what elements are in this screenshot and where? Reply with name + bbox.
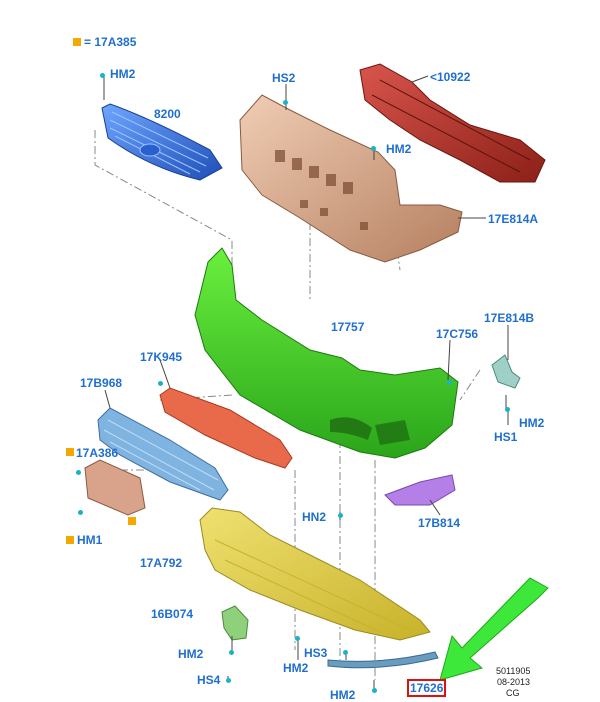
label-hm2: HM2 (386, 142, 412, 156)
highlight-arrow (439, 577, 549, 681)
legend-marker (128, 517, 136, 525)
label-16b074: 16B074 (151, 607, 194, 621)
drawing-initials: CG (506, 688, 520, 698)
label-leaders (103, 75, 509, 690)
label-17626-highlighted: 17626 (406, 679, 447, 697)
label-hn2: HN2 (302, 510, 327, 524)
fastener-dot (295, 636, 300, 641)
label-17e814b: 17E814B (484, 311, 535, 325)
label-hm2: HM2 (330, 688, 356, 702)
label-17b814: 17B814 (418, 516, 461, 530)
lower-grille (97, 407, 229, 501)
upper-grille-8200 (101, 103, 223, 181)
label-17a792: 17A792 (140, 556, 183, 570)
fastener-dot (229, 650, 234, 655)
fastener-dot (338, 513, 343, 518)
trim-strip (327, 651, 439, 669)
fastener-dot (76, 470, 81, 475)
legend-square (73, 38, 81, 46)
label-hs1: HS1 (494, 430, 518, 444)
legend-marker (66, 448, 74, 456)
legend-text: = 17A385 (84, 35, 137, 49)
label-8200: 8200 (154, 107, 181, 121)
label-hm2: HM2 (110, 67, 136, 81)
fastener-dot (343, 650, 348, 655)
label-17e814a: 17E814A (488, 212, 539, 226)
label-hm2: HM2 (519, 416, 545, 430)
label-hm2: HM2 (178, 647, 204, 661)
splash-shield (199, 507, 431, 641)
label-hs4: HS4 (197, 673, 221, 687)
energy-absorber (239, 94, 463, 263)
fastener-dot (371, 146, 376, 151)
label-17c756: 17C756 (436, 327, 479, 341)
fog-lamp-bezel (384, 474, 456, 506)
plate-bracket (84, 459, 146, 516)
fastener-dot (226, 678, 231, 683)
label-17k945: 17K945 (140, 350, 183, 364)
label-17a386: 17A386 (76, 446, 119, 460)
label-hm2: HM2 (283, 661, 309, 675)
label-hs2: HS2 (272, 71, 296, 85)
lower-spoiler (159, 387, 293, 469)
fastener-dot (283, 100, 288, 105)
label-17b968: 17B968 (80, 376, 123, 390)
label-hs3: HS3 (304, 646, 328, 660)
label-10922: <10922 (430, 70, 471, 84)
label-hm1: HM1 (77, 533, 103, 547)
fastener-dot (158, 381, 163, 386)
bumper-cover (194, 247, 459, 459)
drawing-date: 08-2013 (497, 677, 531, 687)
small-bracket (221, 605, 249, 641)
fastener-dot (447, 380, 452, 385)
fastener-dot (100, 73, 105, 78)
mounting-bracket (491, 354, 521, 389)
fastener-dot (505, 407, 510, 412)
fastener-dot (372, 688, 377, 693)
label-17757: 17757 (331, 320, 365, 334)
bumper-reinforcement (359, 63, 546, 183)
legend-marker (66, 536, 74, 544)
drawing-code: 5011905 (496, 666, 531, 676)
fastener-dot (78, 510, 83, 515)
